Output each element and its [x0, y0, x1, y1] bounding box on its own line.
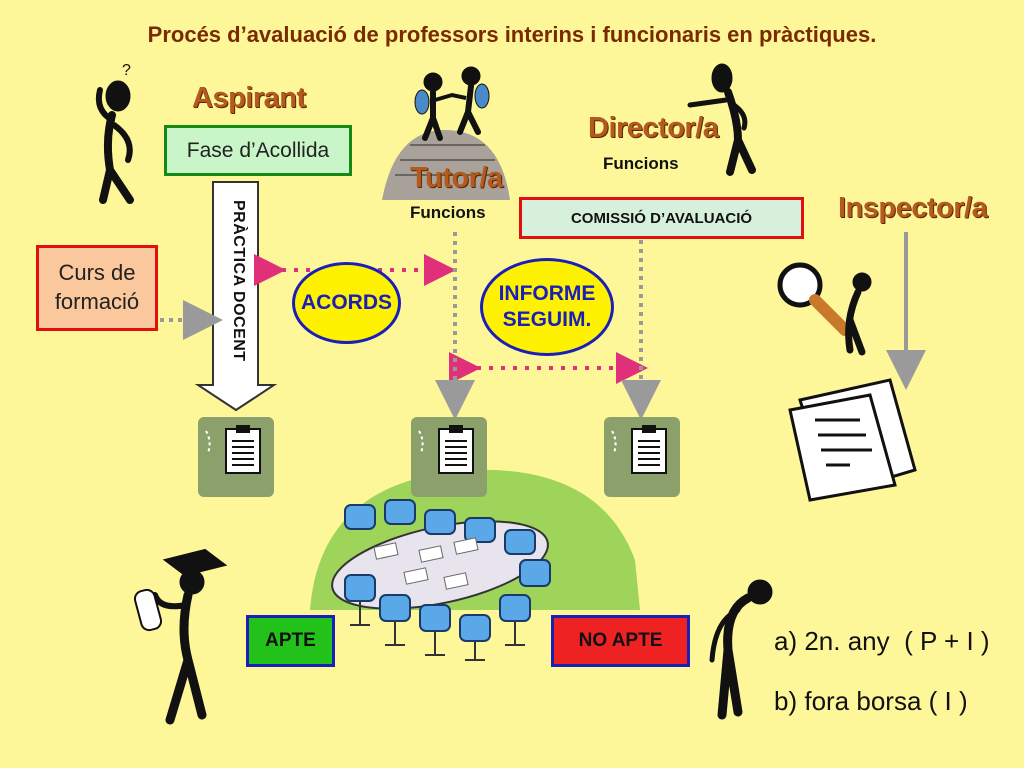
outcome-b: b) fora borsa ( I )	[774, 686, 968, 716]
role-director: Director/a	[588, 112, 719, 144]
role-inspector: Inspector/a	[838, 192, 988, 224]
director-funcions: Funcions	[603, 154, 679, 173]
documents-icon	[788, 378, 917, 502]
svg-text:?: ?	[122, 62, 131, 79]
practica-arrow	[194, 181, 278, 412]
outcome-a: a) 2n. any ( P + I )	[774, 626, 990, 656]
clipboard-icon	[198, 417, 274, 497]
role-tutor: Tutor/a	[410, 162, 503, 194]
curs-formacio-box: Curs de formació	[36, 245, 158, 331]
no-apte-box: NO APTE	[551, 615, 690, 667]
role-aspirant: Aspirant	[192, 82, 306, 114]
clipboard-icon	[604, 417, 680, 497]
sad-figure-icon	[709, 579, 773, 720]
graduate-figure-icon	[133, 548, 228, 725]
meeting-table-icon	[331, 499, 551, 661]
page-title: Procés d’avaluació de professors interin…	[147, 22, 877, 47]
comissio-avaluacio-box: COMISSIÓ D’AVALUACIÓ	[519, 197, 804, 239]
inspector-magnifier-icon	[777, 262, 872, 356]
tutor-figures-icon	[414, 66, 490, 141]
director-figure-icon	[687, 63, 756, 176]
apte-box: APTE	[246, 615, 335, 667]
fase-acollida-box: Fase d’Acollida	[164, 125, 352, 176]
aspirant-figure-icon: ?	[95, 62, 134, 204]
informe-seguim-oval: INFORME SEGUIM.	[480, 258, 614, 356]
clipboard-icon	[411, 417, 487, 497]
tutor-funcions: Funcions	[410, 203, 486, 222]
acords-oval: ACORDS	[292, 262, 401, 344]
tutor-hill	[382, 130, 510, 200]
practica-docent-label: PRÀCTICA DOCENT	[230, 200, 247, 362]
